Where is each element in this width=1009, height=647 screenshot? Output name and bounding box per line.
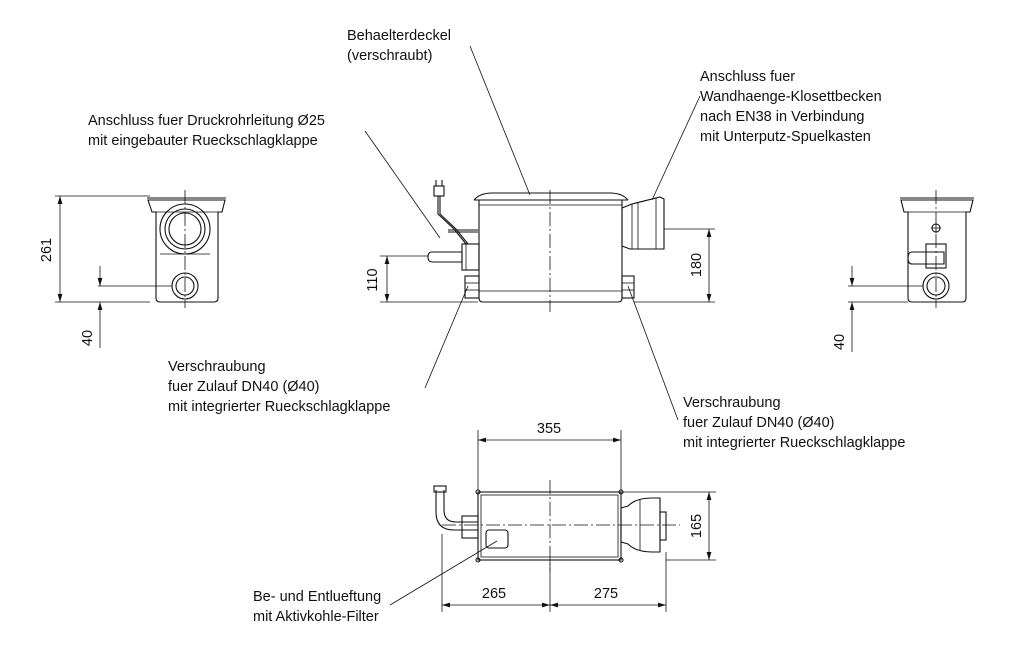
label-wc-connection: Anschluss fuer Wandhaenge-Klosettbecken … xyxy=(700,67,882,147)
dim-265: 265 xyxy=(482,586,506,602)
label-inlet-right: Verschraubung fuer Zulauf DN40 (Ø40) mit… xyxy=(683,393,905,453)
label-inlet-left-line-3: mit integrierter Rueckschlagklappe xyxy=(168,399,391,415)
top-view: 355 165 265 275 xyxy=(433,421,716,612)
label-pressure-pipe: Anschluss fuer Druckrohrleitung Ø25 mit … xyxy=(88,111,325,151)
label-inlet-left-line-2: fuer Zulauf DN40 (Ø40) xyxy=(168,379,320,395)
dim-40-right: 40 xyxy=(832,334,848,350)
dim-165: 165 xyxy=(689,514,705,538)
label-inlet-left: Verschraubung fuer Zulauf DN40 (Ø40) mit… xyxy=(168,357,390,417)
right-side-view: 40 xyxy=(832,190,974,352)
label-inlet-right-line-1: Verschraubung xyxy=(683,395,781,411)
label-wc-line-1: Anschluss fuer xyxy=(700,69,796,85)
dim-355: 355 xyxy=(537,421,561,437)
label-pressure-pipe-line-1: Anschluss fuer Druckrohrleitung Ø25 xyxy=(88,113,325,129)
label-inlet-right-line-2: fuer Zulauf DN40 (Ø40) xyxy=(683,415,835,431)
label-vent-line-1: Be- und Entlueftung xyxy=(253,589,382,605)
dim-110: 110 xyxy=(365,268,381,291)
dim-180: 180 xyxy=(689,253,705,277)
label-pressure-pipe-line-2: mit eingebauter Rueckschlagklappe xyxy=(88,133,318,149)
leader-lines xyxy=(364,45,701,606)
label-vent-line-2: mit Aktivkohle-Filter xyxy=(253,609,379,625)
front-view: 110 180 xyxy=(365,180,715,312)
label-wc-line-2: Wandhaenge-Klosettbecken xyxy=(700,89,882,105)
dim-261: 261 xyxy=(39,238,55,262)
label-lid-line-2: (verschraubt) xyxy=(347,48,433,64)
label-wc-line-3: nach EN38 in Verbindung xyxy=(700,109,865,125)
label-wc-line-4: mit Unterputz-Spuelkasten xyxy=(700,129,871,145)
dim-275: 275 xyxy=(594,586,618,602)
label-vent: Be- und Entlueftung mit Aktivkohle-Filte… xyxy=(253,587,381,627)
label-inlet-left-line-1: Verschraubung xyxy=(168,359,266,375)
label-inlet-right-line-3: mit integrierter Rueckschlagklappe xyxy=(683,435,906,451)
label-lid-line-1: Behaelterdeckel xyxy=(347,28,451,44)
dim-40-left: 40 xyxy=(80,330,96,346)
left-side-view: 261 40 xyxy=(39,190,226,348)
label-lid: Behaelterdeckel (verschraubt) xyxy=(347,26,451,66)
